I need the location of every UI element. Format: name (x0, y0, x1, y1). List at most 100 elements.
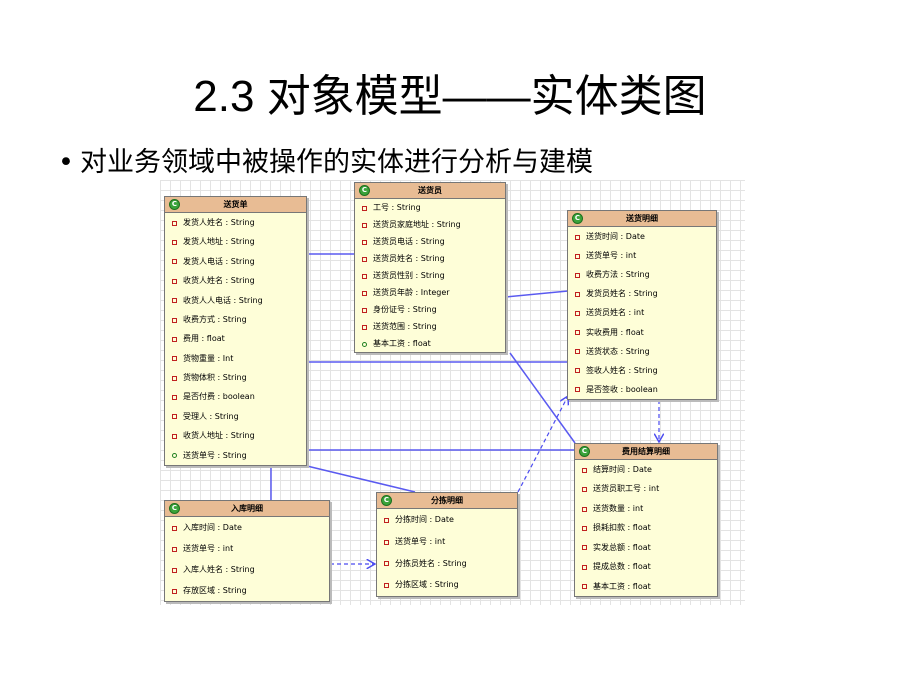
class-attribute: 送货员姓名 : int (568, 303, 716, 322)
private-attribute-icon (582, 545, 587, 551)
attribute-text: 送货员姓名 : int (586, 308, 645, 318)
class-icon: C (359, 185, 370, 196)
class-attribute: 提成总数 : float (575, 557, 717, 576)
attribute-text: 送货单号 : String (183, 450, 247, 460)
class-icon: C (381, 495, 392, 506)
attribute-text: 分拣员姓名 : String (395, 558, 467, 568)
private-attribute-icon (575, 387, 580, 393)
class-attribute: 损耗扣款 : float (575, 518, 717, 537)
attribute-text: 实收费用 : float (586, 327, 644, 337)
class-icon: C (169, 199, 180, 210)
class-name: 费用结算明细 (622, 447, 670, 456)
private-attribute-icon (172, 278, 177, 284)
attribute-text: 受理人 : String (183, 411, 239, 421)
attribute-text: 结算时间 : Date (593, 465, 652, 474)
class-attribute: 发货人电话 : String (165, 252, 306, 271)
private-attribute-icon (575, 330, 580, 336)
class-attribute: 发货人姓名 : String (165, 213, 306, 232)
class-name: 送货明细 (626, 214, 658, 223)
private-attribute-icon (362, 290, 367, 296)
class-name: 入库明细 (231, 504, 263, 513)
class-attribute: 签收人姓名 : String (568, 361, 716, 380)
class-attribute: 分拣时间 : Date (377, 509, 517, 531)
private-attribute-icon (172, 588, 177, 594)
attribute-text: 送货员年龄 : Integer (373, 288, 450, 297)
private-attribute-icon (575, 310, 580, 316)
class-attribute: 基本工资 : float (355, 335, 505, 352)
private-attribute-icon (384, 539, 389, 545)
private-attribute-icon (582, 487, 587, 493)
attribute-text: 送货单号 : int (183, 544, 234, 553)
attribute-text: 发货员姓名 : String (586, 289, 658, 299)
class-name: 送货单 (223, 200, 248, 209)
class-attribute: 存放区域 : String (165, 580, 329, 601)
class-attribute: 受理人 : String (165, 407, 306, 426)
private-attribute-icon (172, 259, 177, 265)
attribute-text: 送货员电话 : String (373, 237, 445, 246)
class-header: C 送货单 (165, 197, 306, 213)
attribute-text: 入库时间 : Date (183, 523, 242, 532)
class-attribute: 送货范围 : String (355, 318, 505, 335)
private-attribute-icon (172, 240, 177, 246)
private-attribute-icon (172, 546, 177, 552)
private-attribute-icon (582, 525, 587, 531)
private-attribute-icon (362, 222, 367, 228)
private-attribute-icon (172, 356, 177, 362)
class-attribute: 送货单号 : int (377, 531, 517, 553)
private-attribute-icon (582, 467, 587, 473)
class-attribute: 费用 : float (165, 329, 306, 348)
private-attribute-icon (172, 433, 177, 439)
private-attribute-icon (575, 234, 580, 240)
private-attribute-icon (362, 239, 367, 245)
class-icon: C (169, 503, 180, 514)
attribute-text: 身份证号 : String (373, 305, 437, 314)
class-attribute: 入库时间 : Date (165, 517, 329, 538)
private-attribute-icon (172, 336, 177, 342)
private-attribute-icon (384, 583, 389, 589)
attribute-text: 工号 : String (373, 203, 421, 212)
class-attribute: 实发总额 : float (575, 538, 717, 557)
class-attribute: 货物重量 : Int (165, 349, 306, 368)
slide-title: 2.3 对象模型——实体类图 (193, 72, 707, 121)
private-attribute-icon (384, 561, 389, 567)
public-attribute-icon (172, 453, 177, 459)
class-attribute: 基本工资 : float (575, 577, 717, 596)
attribute-text: 收货人姓名 : String (183, 276, 255, 286)
class-attribute: 送货员性别 : String (355, 267, 505, 284)
private-attribute-icon (362, 324, 367, 330)
class-icon: C (572, 213, 583, 224)
private-attribute-icon (362, 205, 367, 211)
private-attribute-icon (172, 317, 177, 323)
class-name: 分拣明细 (431, 496, 463, 505)
attribute-text: 货物体积 : String (183, 373, 247, 382)
private-attribute-icon (582, 584, 587, 590)
attribute-text: 收费方式 : String (183, 314, 247, 324)
private-attribute-icon (362, 256, 367, 262)
private-attribute-icon (575, 368, 580, 374)
public-attribute-icon (362, 341, 367, 347)
attribute-text: 是否签收 : boolean (586, 384, 658, 394)
private-attribute-icon (384, 517, 389, 523)
attribute-text: 发货人地址 : String (183, 237, 255, 247)
class-attribute: 身份证号 : String (355, 301, 505, 318)
class-delivery-order[interactable]: C 送货单发货人姓名 : String 发货人地址 : String 发货人电话 : … (164, 196, 307, 466)
attribute-text: 送货员姓名 : String (373, 254, 445, 263)
attribute-text: 送货员性别 : String (373, 271, 445, 280)
class-attribute: 送货员电话 : String (355, 233, 505, 250)
class-attribute: 工号 : String (355, 199, 505, 216)
bullet-text: 对业务领域中被操作的实体进行分析与建模 (80, 147, 593, 178)
attribute-text: 货物重量 : Int (183, 353, 234, 363)
private-attribute-icon (172, 298, 177, 304)
attribute-text: 送货员家庭地址 : String (373, 220, 461, 229)
class-attribute: 收费方式 : String (165, 310, 306, 329)
class-attribute: 分拣员姓名 : String (377, 553, 517, 575)
class-attribute: 送货状态 : String (568, 342, 716, 361)
class-attribute: 送货单号 : int (165, 538, 329, 559)
private-attribute-icon (575, 253, 580, 259)
